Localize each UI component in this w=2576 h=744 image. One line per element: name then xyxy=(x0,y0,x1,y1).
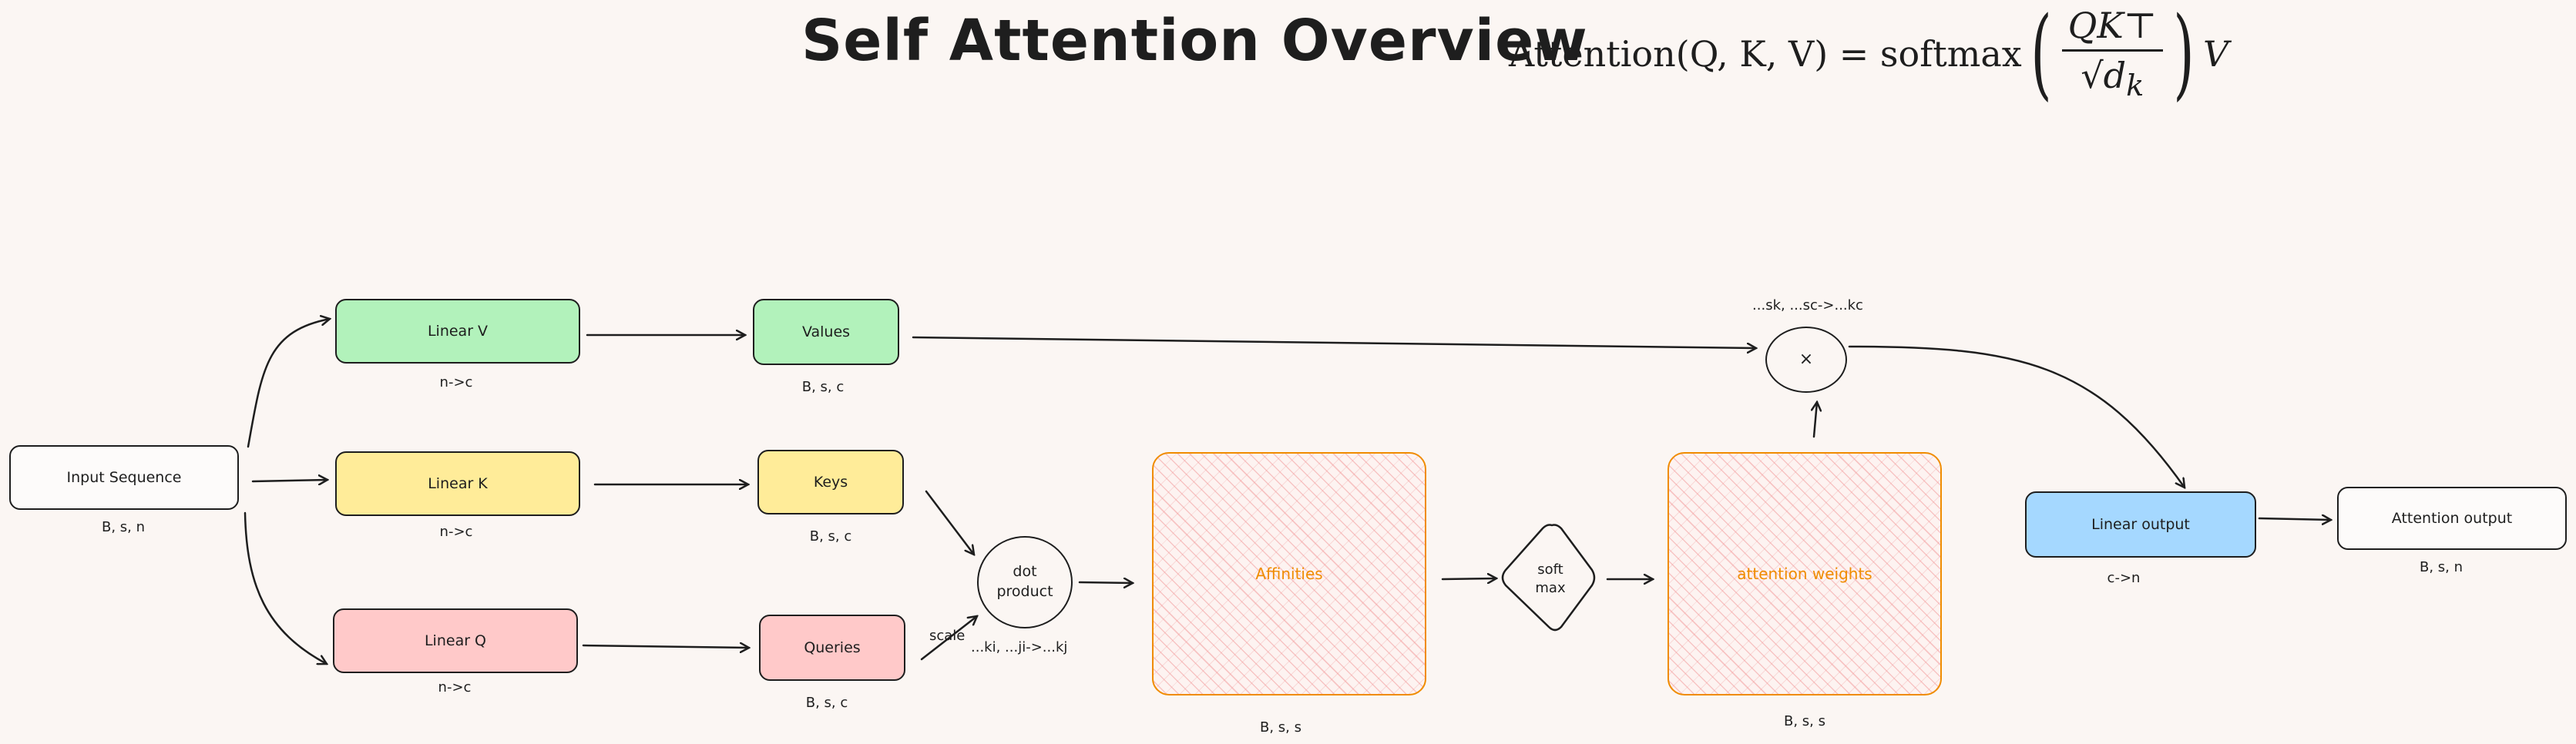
arrow-attention-weights-to-multiply xyxy=(1814,402,1817,438)
attention-output-shape: B, s, n xyxy=(2419,559,2463,575)
arrow-linear-q-to-queries xyxy=(582,645,749,648)
attention-formula: Attention(Q, K, V) = softmax ( QK⊤ √dk )… xyxy=(1509,0,2228,108)
affinities-label: Affinities xyxy=(1255,565,1323,583)
attention-output-node[interactable]: Attention output xyxy=(2337,487,2567,550)
dot-product-label-line2: product xyxy=(996,583,1053,600)
input-sequence-node[interactable]: Input Sequence xyxy=(9,445,239,510)
keys-shape: B, s, c xyxy=(809,528,852,545)
dot-product-label-line1: dot xyxy=(1013,563,1037,581)
linear-output-label: Linear output xyxy=(2091,516,2190,533)
linear-v-note: n->c xyxy=(439,374,473,390)
queries-node[interactable]: Queries xyxy=(759,615,905,681)
values-label: Values xyxy=(801,323,851,340)
affinities-node[interactable]: Affinities xyxy=(1152,452,1426,695)
arrow-values-to-multiply xyxy=(912,336,1756,348)
softmax-label-line2: max xyxy=(1535,580,1566,596)
arrow-affinities-to-softmax xyxy=(1441,578,1496,579)
dot-product-label: dot product xyxy=(996,562,1053,602)
multiply-label: × xyxy=(1798,350,1814,370)
attention-output-label: Attention output xyxy=(2391,510,2513,527)
input-sequence-shape: B, s, n xyxy=(101,519,146,535)
arrow-queries-to-dot-product xyxy=(920,616,977,661)
multiply-node[interactable]: × xyxy=(1765,327,1847,393)
queries-shape: B, s, c xyxy=(805,695,848,711)
multiply-einsum: ...sk, ...sc->...kc xyxy=(1752,297,1863,313)
values-shape: B, s, c xyxy=(801,379,845,395)
arrow-linear-output-to-attention-output xyxy=(2258,518,2331,520)
linear-output-note: c->n xyxy=(2107,570,2141,586)
attention-weights-shape: B, s, s xyxy=(1784,713,1825,729)
formula-right-paren: ) xyxy=(2173,0,2195,111)
arrow-multiply-to-linear-output xyxy=(1848,345,2185,488)
linear-q-label: Linear Q xyxy=(424,632,487,649)
keys-node[interactable]: Keys xyxy=(757,450,904,514)
linear-q-note: n->c xyxy=(438,679,472,695)
softmax-label-line1: soft xyxy=(1537,561,1563,578)
formula-numerator: QK⊤ xyxy=(2061,5,2164,52)
keys-label: Keys xyxy=(813,474,848,491)
arrow-input-to-linear-v xyxy=(247,319,330,448)
softmax-label: soft max xyxy=(1503,548,1598,610)
formula-denominator-sub: k xyxy=(2126,69,2144,104)
linear-output-node[interactable]: Linear output xyxy=(2025,491,2256,558)
linear-q-node[interactable]: Linear Q xyxy=(333,608,578,673)
softmax-diamond xyxy=(1501,524,1596,632)
arrow-input-to-linear-k xyxy=(251,480,327,481)
formula-lhs: Attention(Q, K, V) = softmax xyxy=(1509,33,2022,75)
formula-tail: V xyxy=(2202,33,2229,75)
arrow-input-to-linear-q xyxy=(243,511,327,664)
values-node[interactable]: Values xyxy=(753,299,899,365)
arrow-keys-to-dot-product xyxy=(925,490,974,555)
dot-product-einsum: ...ki, ...ji->...kj xyxy=(971,639,1068,655)
affinities-shape: B, s, s xyxy=(1260,719,1301,736)
attention-weights-label: attention weights xyxy=(1737,565,1872,583)
arrow-dot-product-to-affinities xyxy=(1078,582,1133,583)
linear-v-label: Linear V xyxy=(427,323,489,340)
formula-left-paren: ( xyxy=(2030,0,2052,111)
input-sequence-label: Input Sequence xyxy=(66,469,182,486)
scale-label: scale xyxy=(929,628,966,644)
formula-denominator: √dk xyxy=(2081,52,2144,103)
formula-fraction: QK⊤ √dk xyxy=(2061,5,2164,103)
linear-k-label: Linear K xyxy=(428,475,488,492)
linear-v-node[interactable]: Linear V xyxy=(335,299,580,364)
attention-weights-node[interactable]: attention weights xyxy=(1668,452,1942,695)
linear-k-note: n->c xyxy=(439,524,473,540)
dot-product-node[interactable]: dot product xyxy=(977,536,1073,628)
linear-k-node[interactable]: Linear K xyxy=(335,451,580,516)
diagram-title: Self Attention Overview xyxy=(801,8,1588,74)
queries-label: Queries xyxy=(804,639,861,656)
formula-denominator-root: √d xyxy=(2081,54,2127,96)
